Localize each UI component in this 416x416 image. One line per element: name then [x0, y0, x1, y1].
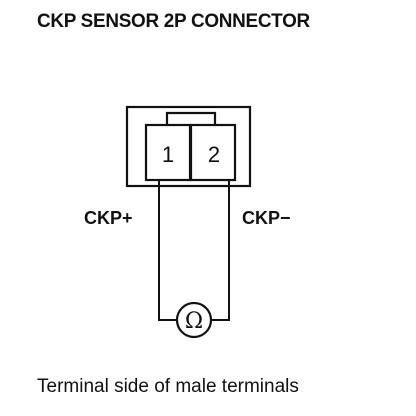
pin2-cavity	[189, 123, 237, 182]
pin2-number: 2	[208, 142, 220, 167]
connector-housing	[125, 105, 252, 188]
caption: Terminal side of male terminals	[37, 376, 299, 397]
connector-outer-shell	[125, 105, 252, 188]
lead-terminal-1	[158, 180, 177, 321]
ckp-plus-label: CKP+	[84, 208, 133, 228]
pin1-number: 1	[162, 142, 174, 167]
lead-terminal-2	[211, 180, 230, 321]
test-leads	[158, 180, 230, 321]
ohmmeter-icon	[175, 301, 213, 339]
ckp-minus-label: CKP−	[242, 208, 291, 228]
connector-lock-tab	[165, 111, 217, 125]
ohm-symbol: Ω	[185, 309, 203, 334]
diagram-title: CKP SENSOR 2P CONNECTOR	[37, 10, 310, 32]
